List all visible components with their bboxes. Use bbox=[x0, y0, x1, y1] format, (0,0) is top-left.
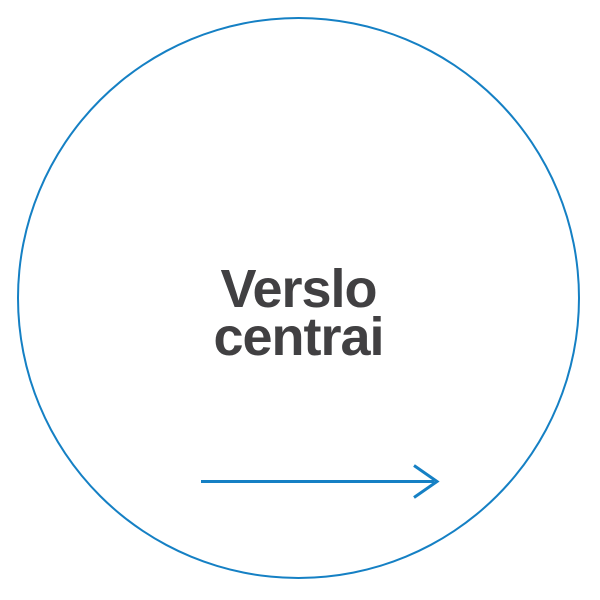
category-title-line2: centrai bbox=[213, 307, 384, 367]
arrow-head bbox=[413, 464, 440, 499]
category-title-line1: Verslo bbox=[220, 259, 377, 319]
arrow-right-icon[interactable] bbox=[194, 459, 444, 504]
category-title: Verslo centrai bbox=[19, 259, 578, 367]
category-circle[interactable]: Verslo centrai bbox=[17, 17, 580, 579]
